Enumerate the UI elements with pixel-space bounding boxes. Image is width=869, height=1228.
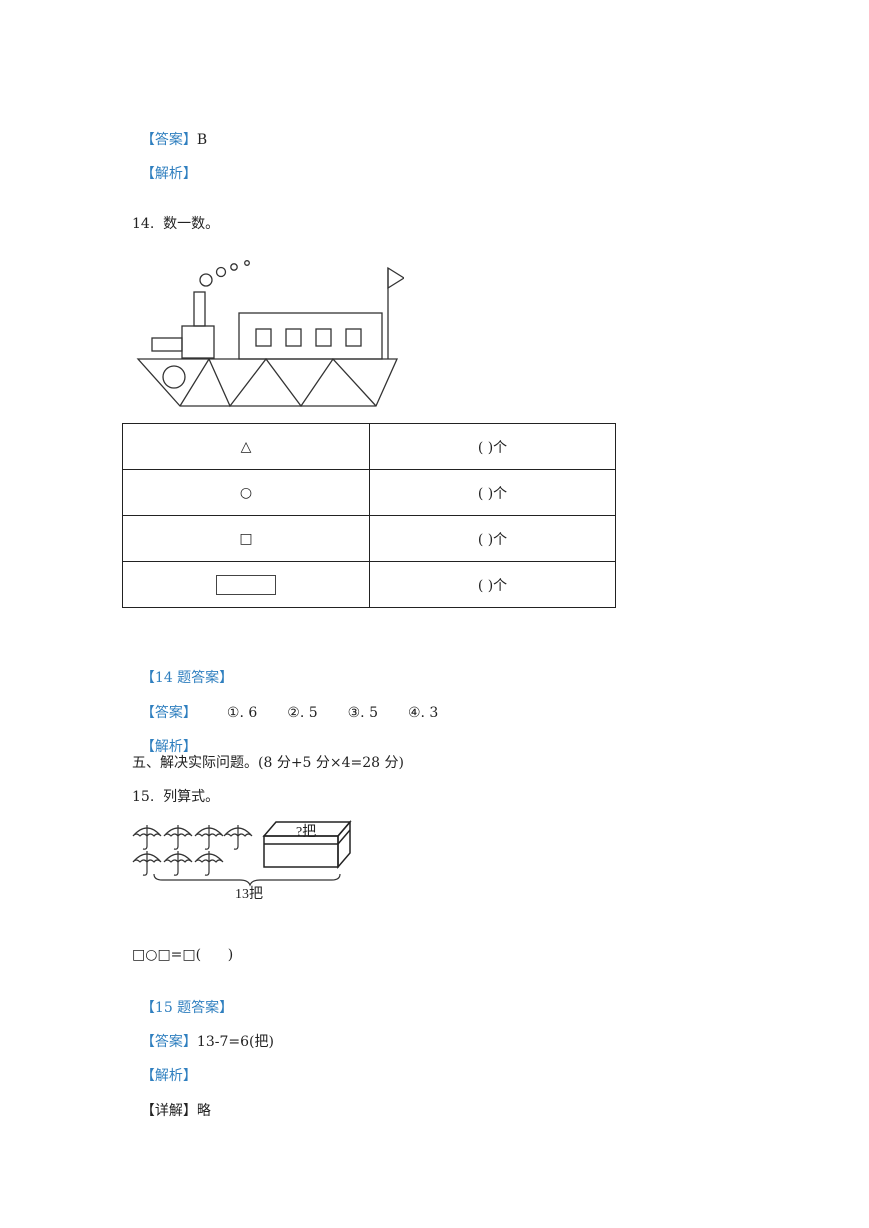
umbrella-icon	[132, 851, 162, 876]
smoke-circle	[230, 263, 238, 271]
q14-section-tag: 【14 题答案】	[132, 651, 233, 687]
count-table: △ ( )个 ○ ( )个 □ ( )个 ( )个	[122, 423, 616, 608]
answer-tag: 【答案】	[140, 132, 197, 148]
smoke-circle	[244, 260, 250, 266]
window-square	[285, 328, 302, 347]
smoke-circle	[199, 273, 213, 287]
table-row: ○ ( )个	[122, 469, 616, 516]
rectangle-shape-cell	[122, 561, 370, 608]
q14-answer-line: 【答案】 ①. 6 ②. 5 ③. 5 ④. 3	[132, 686, 438, 722]
umbrella-icon	[194, 851, 224, 876]
answer-item-1: ①. 6	[226, 705, 258, 721]
umbrella-icon	[163, 851, 193, 876]
table-row: □ ( )个	[122, 515, 616, 562]
detail-tag: 【详解】	[140, 1103, 197, 1119]
box-label: ?把	[296, 824, 316, 840]
answer-blank-cell: ( )个	[369, 469, 616, 516]
section-answer-tag: 【15 题答案】	[140, 1000, 234, 1016]
circle-shape-cell: ○	[122, 469, 370, 516]
answer-item-2: ②. 5	[287, 705, 318, 721]
answer-value: 13-7=6(把)	[196, 1034, 274, 1050]
answer-blank-cell: ( )个	[369, 515, 616, 562]
flag-triangle	[387, 266, 404, 290]
umbrella-icon	[194, 825, 224, 850]
umbrella-icon	[163, 825, 193, 850]
hull-circle	[162, 365, 186, 389]
section5-title: 五、解决实际问题。(8 分+5 分×4=28 分)	[132, 755, 405, 771]
answer-tag: 【答案】	[140, 1034, 197, 1050]
q13-answer-line: 【答案】B	[132, 113, 207, 149]
q15-analysis-line: 【解析】	[132, 1049, 197, 1085]
cabin-square	[181, 325, 215, 359]
rectangle-icon	[216, 574, 276, 595]
brace-bracket	[153, 873, 341, 887]
umbrella-figure: ?把 13把	[132, 819, 352, 902]
answer-item-4: ④. 3	[407, 705, 439, 721]
q15-title: 15. 列算式。	[132, 789, 220, 805]
total-label: 13把	[235, 886, 263, 902]
answer-tag: 【答案】	[140, 705, 197, 721]
window-square	[255, 328, 272, 347]
bow-rect	[151, 337, 183, 352]
q14-analysis-line: 【解析】	[132, 720, 197, 756]
umbrella-icon	[132, 825, 162, 850]
q14-title: 14. 数一数。	[132, 216, 220, 232]
table-row: ( )个	[122, 561, 616, 608]
table-row: △ ( )个	[122, 423, 616, 470]
smoke-circle	[215, 266, 227, 278]
umbrella-icon	[223, 825, 253, 850]
q15-section-tag: 【15 题答案】	[132, 981, 233, 1017]
q15-answer-line: 【答案】13-7=6(把)	[132, 1015, 274, 1051]
chimney-rect	[193, 291, 206, 327]
boat-figure	[136, 260, 404, 408]
answer-blank-cell: ( )个	[369, 561, 616, 608]
analysis-tag: 【解析】	[140, 1068, 197, 1084]
hull-triangles	[179, 357, 377, 408]
detail-value: 略	[196, 1103, 211, 1119]
box-3d	[262, 819, 352, 870]
analysis-tag: 【解析】	[140, 166, 197, 182]
window-square	[345, 328, 362, 347]
answer-value: B	[196, 132, 208, 148]
answer-item-3: ③. 5	[347, 705, 378, 721]
analysis-tag: 【解析】	[140, 739, 197, 755]
square-shape-cell: □	[122, 515, 370, 562]
section-answer-tag: 【14 题答案】	[140, 670, 234, 686]
window-square	[315, 328, 332, 347]
triangle-shape-cell: △	[122, 423, 370, 470]
q15-detail-line: 【详解】略	[132, 1084, 211, 1120]
q13-analysis-line: 【解析】	[132, 147, 197, 183]
q15-equation: □○□=□( )	[132, 947, 234, 963]
answer-blank-cell: ( )个	[369, 423, 616, 470]
